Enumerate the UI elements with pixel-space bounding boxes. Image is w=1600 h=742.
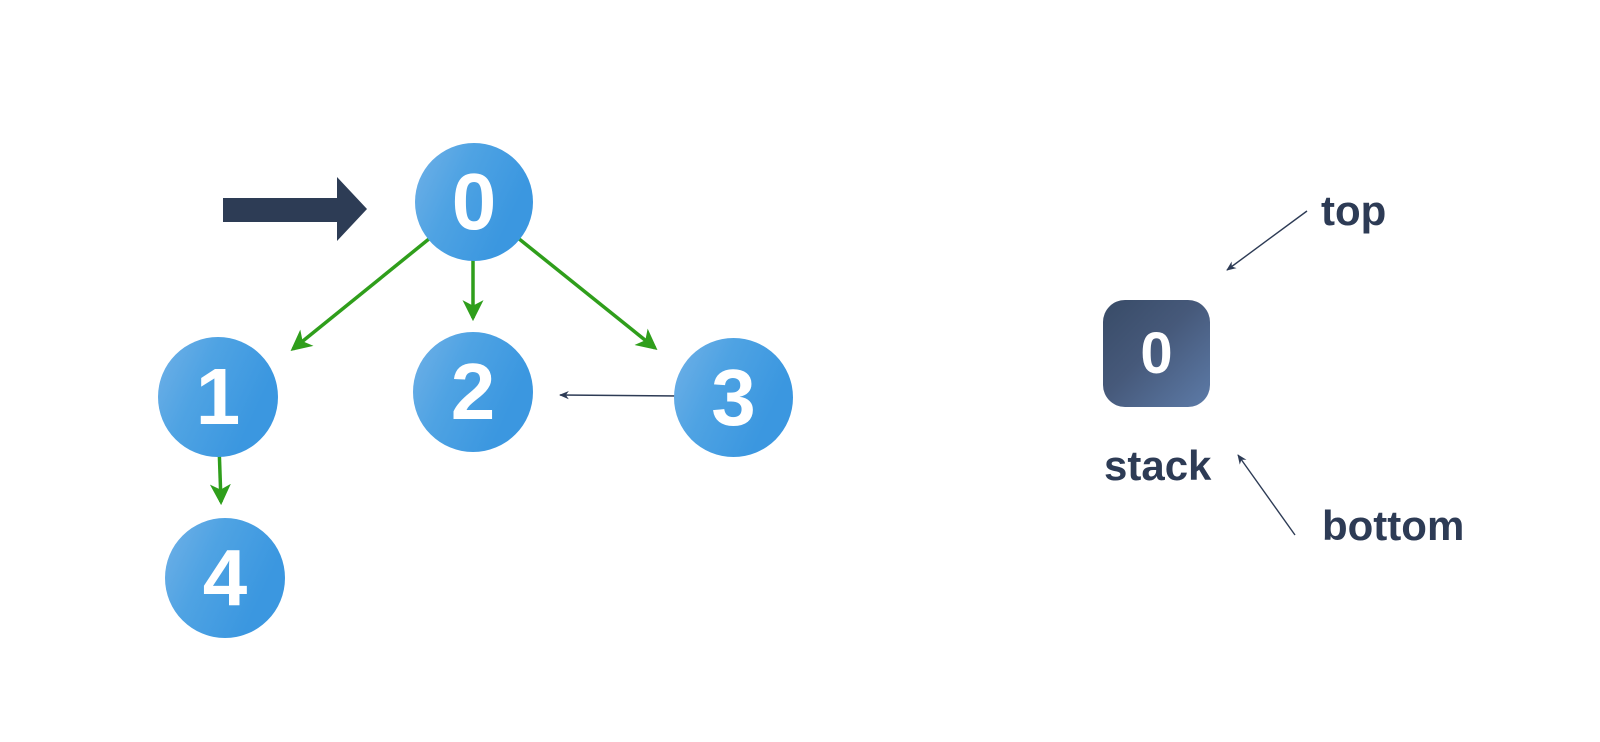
bottom-label: bottom: [1322, 502, 1465, 549]
stack-label: stack: [1104, 442, 1212, 489]
graph-node-3: 3: [674, 338, 793, 457]
graph-node-0: 0: [415, 143, 533, 261]
graph-node-4: 4: [165, 518, 285, 638]
graph-node-2: 2: [413, 332, 533, 452]
edge-0-1: [290, 228, 442, 351]
top-label: top: [1321, 187, 1387, 234]
stack-cell-0: 0: [1103, 300, 1210, 407]
edge-0-3: [506, 228, 658, 350]
edge-3-2: [559, 390, 681, 400]
entry-arrow: [223, 177, 367, 241]
graph-node-1: 1: [158, 337, 278, 457]
bottom-pointer-arrow: [1237, 454, 1296, 536]
top-pointer-arrow: [1226, 210, 1308, 271]
